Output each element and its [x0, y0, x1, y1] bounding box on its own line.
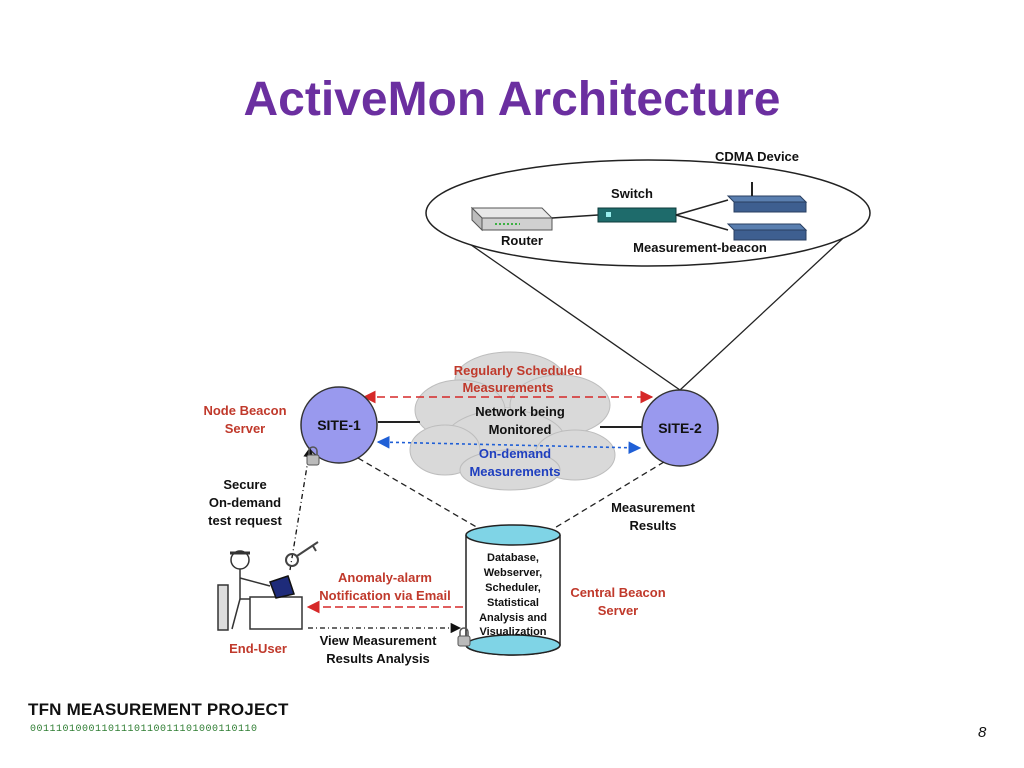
end-user-figure [217, 550, 303, 631]
network-label-line1: Network being [475, 404, 565, 419]
site1-node [300, 386, 378, 464]
secure-request-arrow [289, 446, 314, 571]
db-text-line1: Database, [487, 552, 539, 564]
ondemand-label-line2: Measurements [469, 464, 560, 479]
site1-label: SITE-1 [317, 417, 361, 433]
anomaly-label-line2: Notification via Email [319, 588, 450, 603]
switch-beacon-link [675, 214, 729, 231]
switch-label: Switch [611, 186, 653, 201]
slide-title: ActiveMon Architecture [243, 73, 781, 126]
scheduled-label-line2: Measurements [462, 380, 553, 395]
site2-label: SITE-2 [658, 420, 702, 436]
end-user-label: End-User [229, 641, 287, 656]
site2-node [641, 389, 719, 467]
view-label-line1: View Measurement [320, 633, 437, 648]
db-text-line4: Statistical [487, 597, 539, 609]
switch-icon [597, 207, 677, 223]
router-icon [470, 206, 554, 232]
router-label: Router [501, 233, 543, 248]
network-label-line2: Monitored [489, 422, 552, 437]
db-lock-icon [457, 627, 471, 647]
project-logo-bits: 00111010001101110110011101000110110 [30, 724, 258, 735]
measurement-beacon-label: Measurement-beacon [633, 240, 767, 255]
anomaly-label-line1: Anomaly-alarm [338, 570, 432, 585]
key-icon [285, 541, 319, 567]
central-beacon-label-line2: Server [598, 603, 638, 618]
site1-db-link [357, 457, 486, 533]
secure-label-line3: test request [208, 513, 282, 528]
zoom-line-right [679, 214, 869, 391]
scheduled-label-line1: Regularly Scheduled [454, 363, 583, 378]
results-label-line2: Results [630, 518, 677, 533]
page-number: 8 [978, 724, 987, 741]
db-text-line5: Analysis and [479, 612, 547, 624]
db-text-line2: Webserver, [484, 567, 543, 579]
results-label-line1: Measurement [611, 500, 695, 515]
db-text-line6: Visualization [479, 626, 546, 638]
secure-label-line2: On-demand [209, 495, 281, 510]
cdma-device-label: CDMA Device [715, 149, 799, 164]
site2-db-link [547, 461, 665, 533]
switch-cdma-link [675, 199, 729, 216]
db-text-line3: Scheduler, [485, 582, 541, 594]
secure-label-line1: Secure [223, 477, 266, 492]
ondemand-label-line1: On-demand [479, 446, 551, 461]
ondemand-measurement-arrow [376, 435, 642, 455]
project-logo-text: TFN MEASUREMENT PROJECT [28, 700, 289, 719]
central-beacon-label-line1: Central Beacon [570, 585, 665, 600]
measurement-beacon-icon [726, 223, 808, 241]
node-beacon-label-line1: Node Beacon [203, 403, 286, 418]
cdma-device-icon [726, 182, 808, 213]
router-switch-link [551, 214, 599, 219]
view-label-line2: Results Analysis [326, 651, 430, 666]
node-beacon-label-line2: Server [225, 421, 265, 436]
lock-icon [306, 446, 320, 466]
